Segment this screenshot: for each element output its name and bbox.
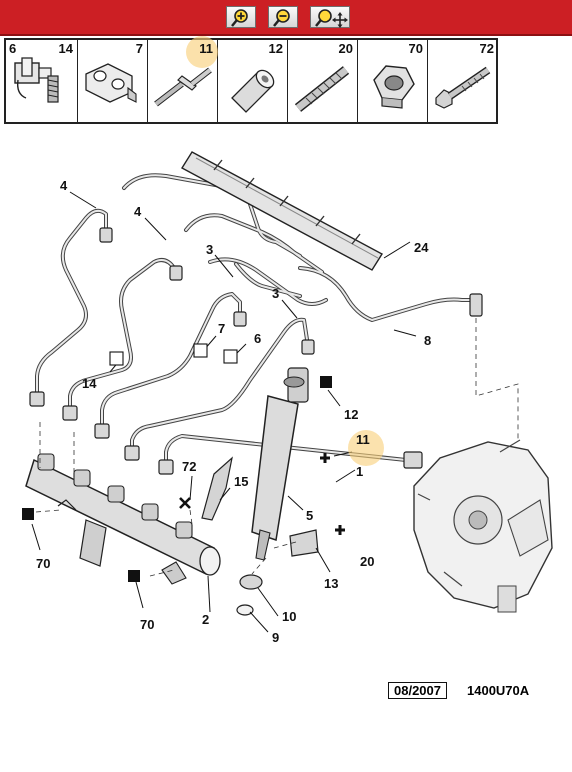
part-number: 11 bbox=[199, 41, 213, 56]
part-cell-12[interactable]: 12 bbox=[218, 40, 288, 122]
part-number: 7 bbox=[135, 41, 143, 56]
zoom-pan-icon bbox=[315, 9, 348, 28]
callout-13: 13 bbox=[324, 576, 338, 591]
callout-70: 70 bbox=[140, 617, 154, 632]
stud-icon bbox=[154, 67, 212, 107]
callout-24: 24 bbox=[414, 240, 429, 255]
part-number: 14 bbox=[58, 41, 73, 56]
symbol-markers bbox=[22, 343, 345, 582]
callout-12: 12 bbox=[344, 407, 358, 422]
part-number-left: 6 bbox=[9, 41, 17, 56]
part-cell-72[interactable]: 72 bbox=[428, 40, 498, 122]
toolbar bbox=[0, 0, 572, 36]
part-cell-70[interactable]: 70 bbox=[358, 40, 428, 122]
callout-1: 1 bbox=[356, 464, 363, 479]
exploded-diagram: 4 4 3 3 24 8 14 7 6 12 11 1 72 15 5 20 1… bbox=[22, 151, 553, 645]
highlight-marker bbox=[348, 430, 384, 466]
pipe-fittings bbox=[29, 227, 483, 475]
callout-10: 10 bbox=[282, 609, 296, 624]
part-number: 20 bbox=[338, 41, 353, 56]
part-cell-20[interactable]: 20 bbox=[288, 40, 358, 122]
callout-15: 15 bbox=[234, 474, 248, 489]
zoom-in-icon bbox=[231, 9, 248, 27]
clip-bracket-icon bbox=[14, 57, 59, 103]
callout-4: 4 bbox=[134, 204, 142, 219]
clamp-15 bbox=[201, 456, 233, 521]
sleeve-icon bbox=[231, 69, 275, 113]
part-number: 12 bbox=[268, 41, 283, 56]
diagram-reference: 1400U70A bbox=[467, 683, 530, 698]
fuel-pump bbox=[413, 439, 553, 613]
parts-strip: 6 14 7 11 12 bbox=[4, 36, 498, 124]
callout-72: 72 bbox=[182, 459, 196, 474]
callout-labels: 4 4 3 3 24 8 14 7 6 12 11 1 72 15 5 20 1… bbox=[36, 178, 431, 645]
part-cell-6-14[interactable]: 6 14 bbox=[6, 40, 78, 122]
callout-6: 6 bbox=[254, 331, 261, 346]
diagram-date: 08/2007 bbox=[388, 682, 447, 699]
pipe-clip-icon bbox=[85, 63, 137, 103]
callout-11: 11 bbox=[356, 432, 370, 447]
callout-2: 2 bbox=[202, 612, 209, 627]
callout-7: 7 bbox=[218, 321, 225, 336]
fuel-return-rail bbox=[181, 151, 383, 271]
nut-icon bbox=[373, 65, 415, 109]
callout-70: 70 bbox=[36, 556, 50, 571]
zoom-in-button[interactable] bbox=[226, 6, 256, 28]
part-number: 70 bbox=[408, 41, 423, 56]
injector-seals bbox=[236, 529, 319, 616]
high-pressure-rail bbox=[25, 453, 221, 585]
part-number: 72 bbox=[479, 41, 494, 56]
threaded-rod-icon bbox=[294, 66, 350, 112]
callout-3: 3 bbox=[272, 286, 279, 301]
injector bbox=[251, 367, 309, 561]
callout-8: 8 bbox=[424, 333, 431, 348]
callout-4: 4 bbox=[60, 178, 68, 193]
callout-14: 14 bbox=[82, 376, 97, 391]
part-cell-7[interactable]: 7 bbox=[78, 40, 148, 122]
callout-9: 9 bbox=[272, 630, 279, 645]
bolt-icon bbox=[435, 66, 491, 109]
part-cell-11[interactable]: 11 bbox=[148, 36, 218, 122]
callout-20: 20 bbox=[360, 554, 374, 569]
zoom-out-button[interactable] bbox=[268, 6, 298, 28]
zoom-out-icon bbox=[273, 9, 290, 27]
construction-lines bbox=[35, 318, 519, 577]
highlight-marker bbox=[186, 36, 218, 68]
callout-5: 5 bbox=[306, 508, 313, 523]
callout-3: 3 bbox=[206, 242, 213, 257]
zoom-pan-button[interactable] bbox=[310, 6, 350, 28]
